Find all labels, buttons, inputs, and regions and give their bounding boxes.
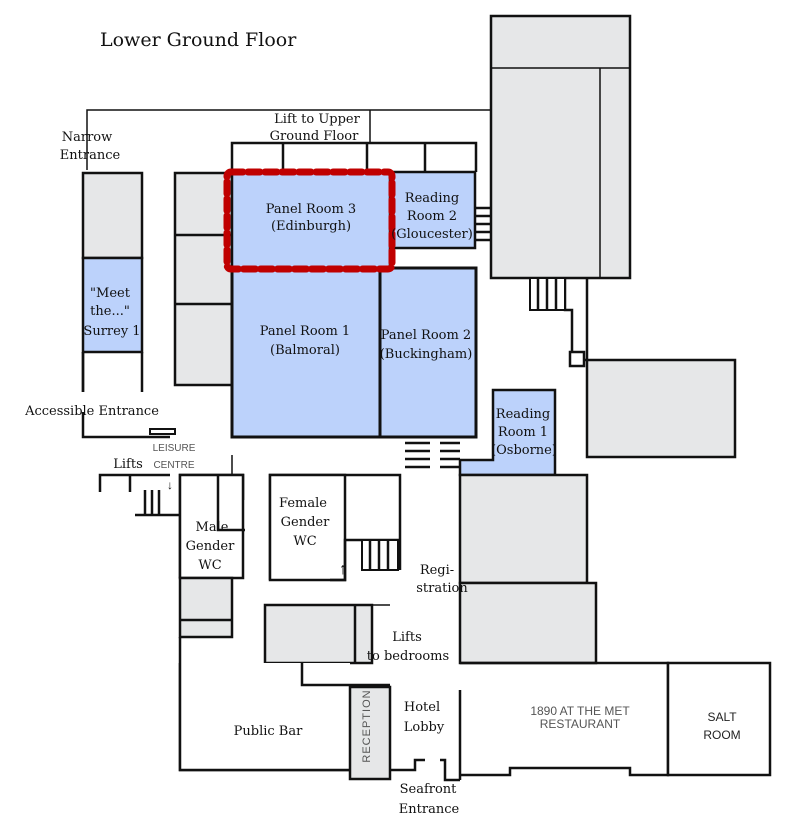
highlight-panel-room-3 (223, 168, 396, 273)
registration-label: Regi-stration (416, 563, 468, 596)
reception-label: RECEPTION (361, 689, 373, 762)
stairs-central (361, 539, 399, 571)
room-meet-the-surrey-1[interactable] (81, 256, 144, 354)
room-public-bar[interactable] (180, 663, 350, 770)
reception-desk[interactable] (348, 685, 392, 781)
stairs-leisure (143, 490, 161, 515)
registration-block-north (458, 473, 589, 585)
east-wing-block (489, 14, 632, 280)
narrow-entrance-store (81, 171, 144, 260)
room-salt[interactable] (666, 661, 772, 777)
arrow-down-icon: ↓ (167, 478, 173, 492)
public-bar-label: Public Bar (234, 724, 303, 739)
west-store-rooms (173, 171, 234, 387)
room-panel-3-edinburgh[interactable] (230, 170, 392, 270)
panel-room-3-label: Panel Room 3(Edinburgh) (266, 202, 356, 234)
panel-room-2-label: Panel Room 2(Buckingham) (380, 328, 473, 362)
accessible-entrance-label: Accessible Entrance (24, 404, 159, 419)
registration-block-south (458, 581, 598, 665)
floor-title: Lower Ground Floor (100, 29, 297, 51)
east-service-block (585, 358, 737, 459)
lifts-label: Lifts (113, 457, 143, 472)
stairs-reading-2 (475, 206, 491, 242)
west-store-lower (178, 576, 234, 639)
panel-room-1-label: Panel Room 1(Balmoral) (260, 324, 350, 358)
room-reading-2-gloucester[interactable] (390, 170, 477, 250)
stairs-east (529, 277, 566, 311)
arrow-up-icon: ↑ (339, 561, 347, 578)
room-panel-2-buckingham[interactable] (378, 266, 478, 439)
room-male-wc[interactable] (178, 473, 245, 580)
room-female-wc[interactable] (268, 473, 347, 582)
small-lift-east (568, 350, 586, 368)
stairs-panel-rooms (405, 441, 460, 469)
